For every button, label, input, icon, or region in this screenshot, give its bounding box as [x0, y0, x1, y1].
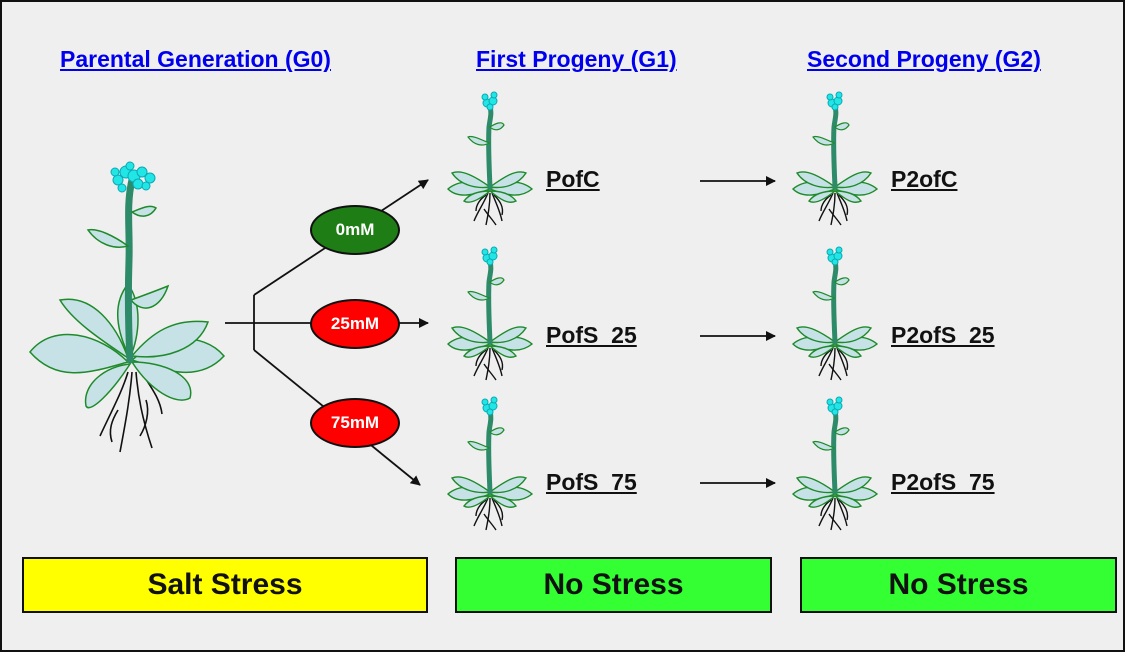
g1-plant-illustration	[448, 397, 532, 530]
second-progeny-link[interactable]: Second Progeny (G2)	[807, 46, 1041, 72]
g1-plant-illustration	[448, 92, 532, 225]
parental-generation-link[interactable]: Parental Generation (G0)	[60, 46, 331, 72]
salt-stress-box: Salt Stress	[22, 557, 428, 613]
g1-line-label: PofC	[546, 166, 600, 192]
g1-plant-illustration	[448, 247, 532, 380]
progeny-arrows	[700, 176, 776, 488]
g2-line-label: P2ofC	[891, 166, 958, 192]
g2-line-label: P2ofS_75	[891, 469, 995, 495]
g1-line-label: PofS_75	[546, 469, 637, 495]
g2-line-label: P2ofS_25	[891, 322, 995, 348]
g2-plant-illustration	[793, 92, 877, 225]
g2-plant-illustration	[793, 397, 877, 530]
parent-plant-illustration	[30, 162, 224, 452]
g1-line-label: PofS_25	[546, 322, 637, 348]
first-progeny-link[interactable]: First Progeny (G1)	[476, 46, 677, 72]
treatment-25mm-oval: 25mM	[310, 299, 400, 349]
no-stress-box-g1: No Stress	[455, 557, 772, 613]
g2-plant-illustration	[793, 247, 877, 380]
no-stress-box-g2: No Stress	[800, 557, 1117, 613]
treatment-75mm-oval: 75mM	[310, 398, 400, 448]
treatment-0mm-oval: 0mM	[310, 205, 400, 255]
